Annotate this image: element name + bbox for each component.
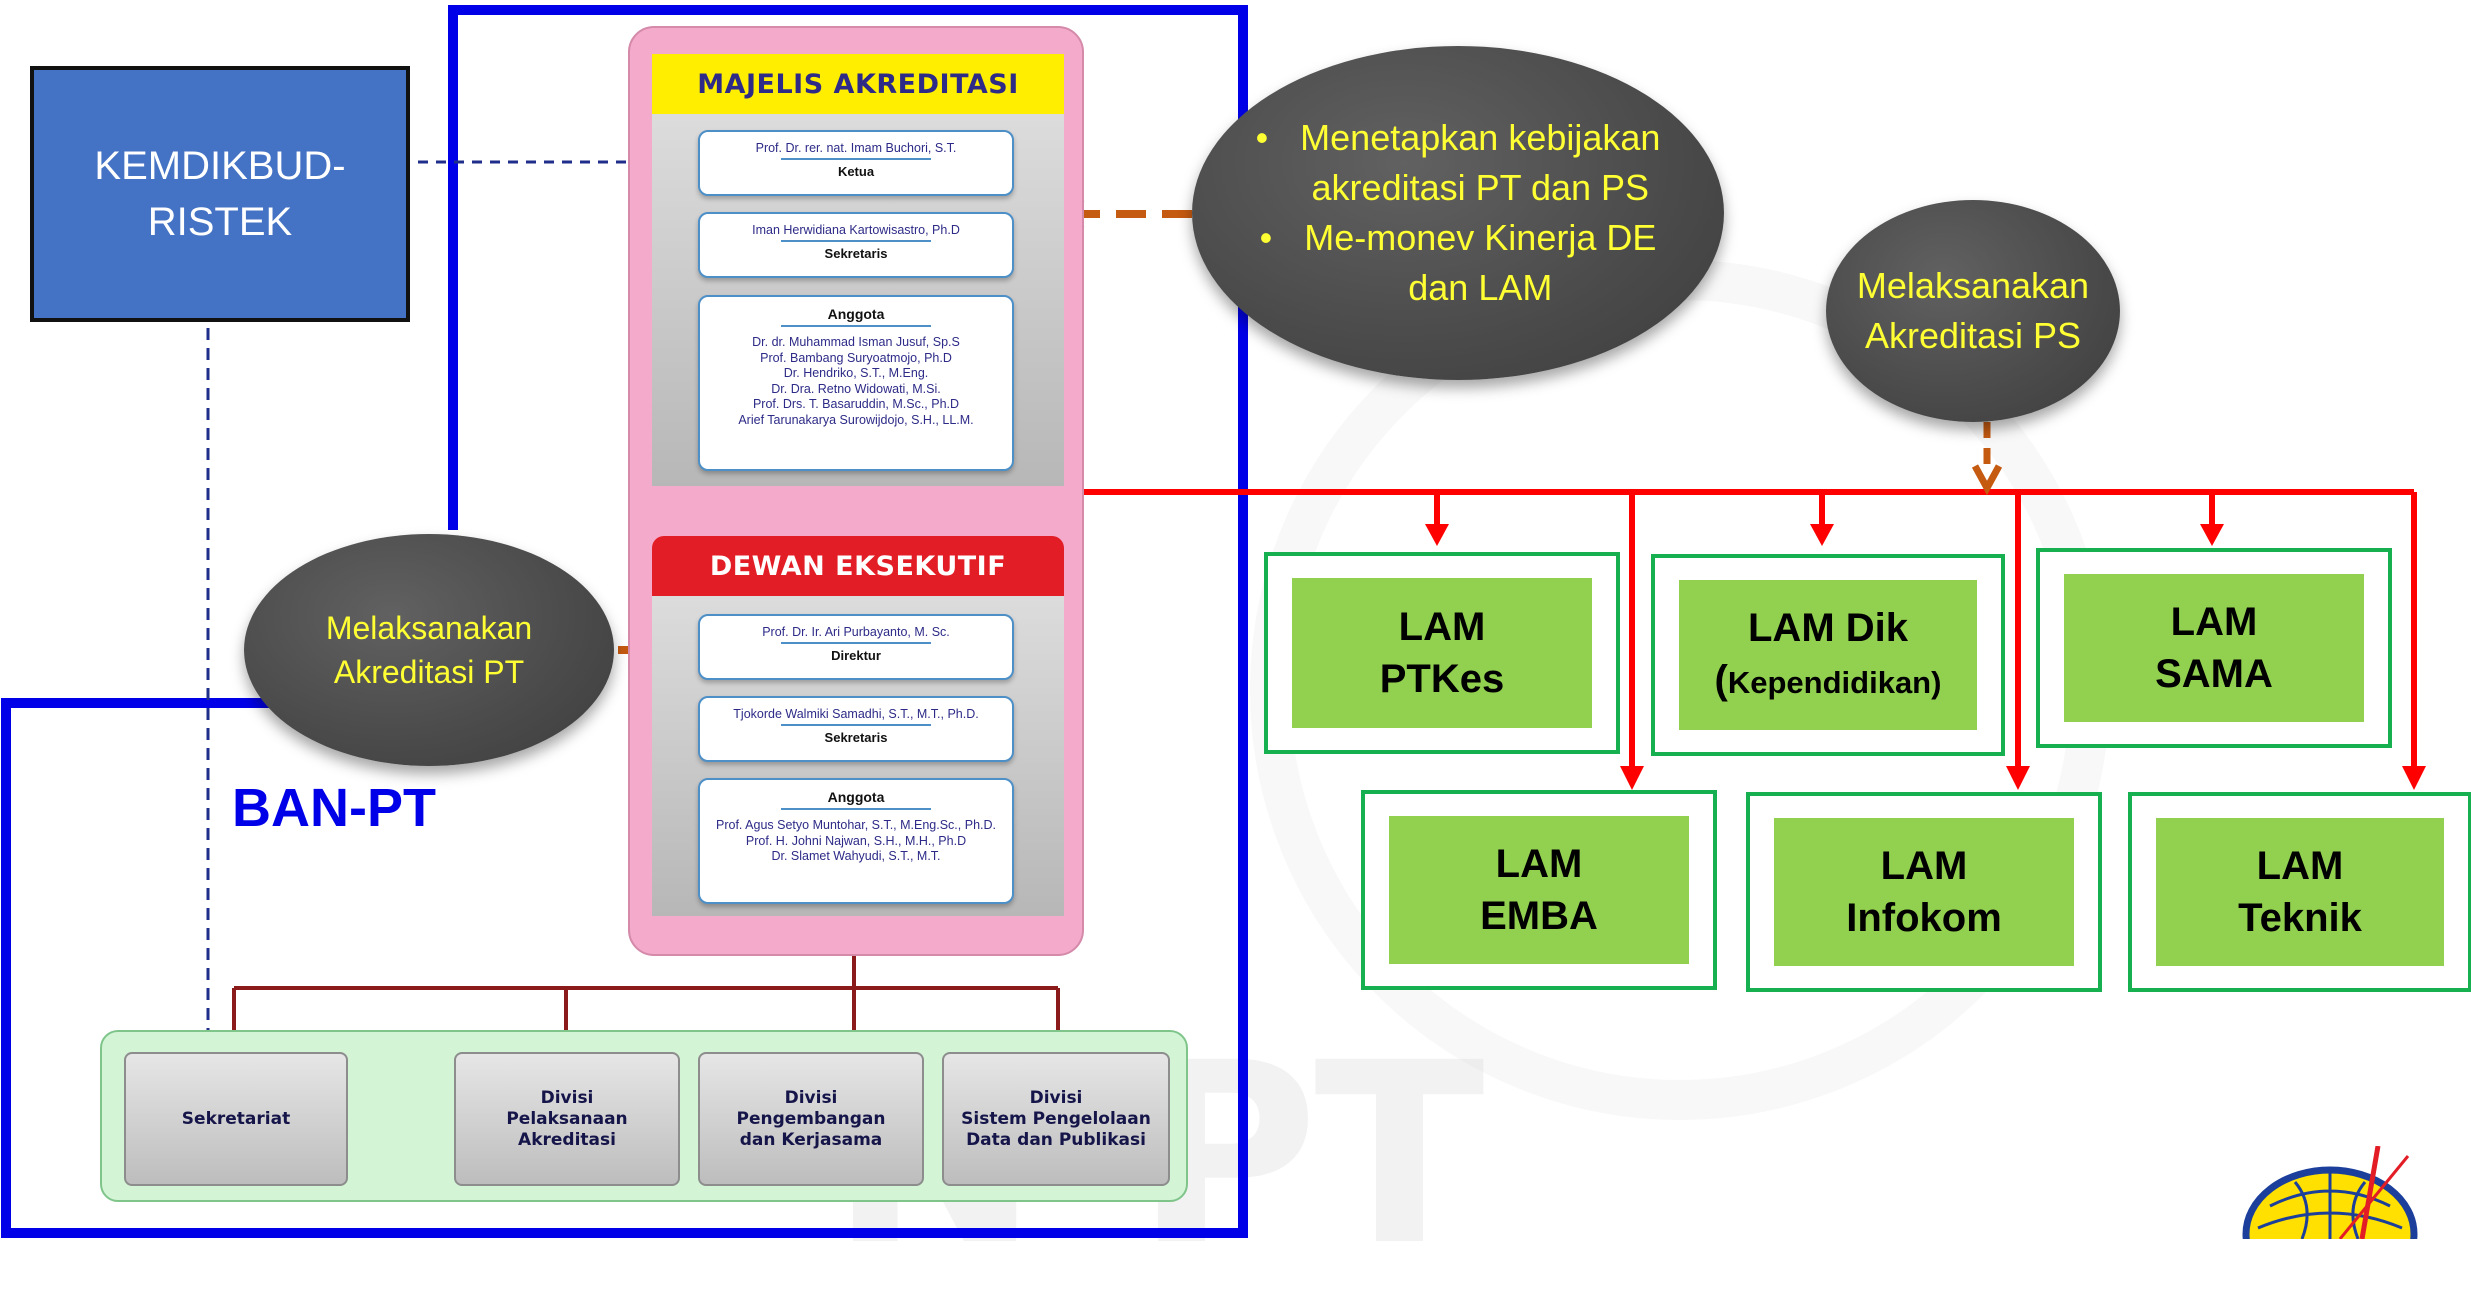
member-name: Arief Tarunakarya Surowijdojo, S.H., LL.…: [738, 412, 974, 427]
lam-sama-box: LAM SAMA: [2036, 548, 2392, 748]
division-label-line: Pelaksanaan: [506, 1108, 628, 1129]
member-name: Dr. Dra. Retno Widowati, M.Si.: [771, 381, 941, 396]
dewan-director-name: Prof. Dr. Ir. Ari Purbayanto, M. Sc.: [762, 625, 950, 639]
majelis-chair-card: Prof. Dr. rer. nat. Imam Buchori, S.T. K…: [698, 130, 1014, 196]
policy-bullet-1-line1: Menetapkan kebijakan: [1300, 117, 1661, 158]
card-divider: [781, 325, 931, 327]
division-label-line: Data dan Publikasi: [966, 1129, 1146, 1150]
lam-label-line: EMBA: [1480, 894, 1598, 938]
lam-label-line: LAM: [1495, 842, 1583, 886]
pt-callout-line2: Akreditasi PT: [333, 654, 525, 690]
division-label-line: dan Kerjasama: [739, 1129, 883, 1150]
lam-label-line: LAM: [1398, 605, 1486, 649]
dewan-secretary-name: Tjokorde Walmiki Samadhi, S.T., M.T., Ph…: [733, 707, 979, 721]
member-name: Prof. Agus Setyo Muntohar, S.T., M.Eng.S…: [716, 818, 996, 832]
majelis-secretary-card: Iman Herwidiana Kartowisastro, Ph.D Sekr…: [698, 212, 1014, 278]
division-label-line: Akreditasi: [518, 1129, 616, 1150]
lam-dik-box: LAM Dik (Kependidikan): [1651, 554, 2005, 756]
card-divider: [781, 808, 931, 810]
lam-label-line: PTKes: [1379, 657, 1505, 701]
ban-pt-label: BAN-PT: [232, 778, 436, 838]
dewan-director-role: Direktur: [831, 648, 881, 663]
majelis-members-title: Anggota: [827, 306, 885, 322]
lam-emba-fill: LAM EMBA: [1389, 816, 1689, 964]
lam-sama-fill: LAM SAMA: [2064, 574, 2364, 722]
policy-bullet-1-line2: akreditasi PT dan PS: [1311, 167, 1650, 208]
majelis-chair-name: Prof. Dr. rer. nat. Imam Buchori, S.T.: [755, 141, 957, 155]
division-label-line: Divisi: [784, 1087, 838, 1108]
lam-teknik-fill: LAM Teknik: [2156, 818, 2444, 966]
division-label-line: Divisi: [1029, 1087, 1083, 1108]
division-sekretariat: Sekretariat: [124, 1052, 348, 1186]
member-name: Prof. H. Johni Najwan, S.H., M.H., Ph.D: [745, 833, 967, 848]
member-name: Prof. Bambang Suryoatmojo, Ph.D: [760, 350, 952, 365]
lam-infokom-box: LAM Infokom: [1746, 792, 2102, 992]
majelis-secretary-role: Sekretaris: [824, 246, 888, 261]
card-divider: [781, 642, 931, 644]
majelis-secretary-name: Iman Herwidiana Kartowisastro, Ph.D: [752, 223, 960, 237]
ps-accreditation-callout: Melaksanakan Akreditasi PS: [1826, 200, 2120, 422]
division-sistem-pengelolaan-data: Divisi Sistem Pengelolaan Data dan Publi…: [942, 1052, 1170, 1186]
majelis-chair-role: Ketua: [837, 164, 875, 179]
division-pelaksanaan-akreditasi: Divisi Pelaksanaan Akreditasi: [454, 1052, 680, 1186]
member-name: Dr. Slamet Wahyudi, S.T., M.T.: [771, 849, 941, 863]
member-name: Prof. Drs. T. Basaruddin, M.Sc., Ph.D: [752, 397, 960, 411]
lam-emba-box: LAM EMBA: [1361, 790, 1717, 990]
majelis-members-card: Anggota Dr. dr. Muhammad Isman Jusuf, Sp…: [698, 295, 1014, 471]
policy-bullet-2-line2: dan LAM: [1408, 267, 1553, 308]
lam-label-line: SAMA: [2155, 652, 2273, 696]
card-divider: [781, 724, 931, 726]
policy-bullet-2-line1: Me-monev Kinerja DE: [1304, 217, 1657, 258]
lam-teknik-box: LAM Teknik: [2128, 792, 2471, 992]
lam-bus-connector: [851, 489, 2417, 770]
policy-bullet-1: • Menetapkan kebijakan akreditasi PT dan…: [1256, 113, 1661, 213]
policy-bullet-2: • Me-monev Kinerja DE dan LAM: [1260, 213, 1657, 313]
bullet-icon: •: [1259, 217, 1273, 258]
kemdikbud-label-line2: RISTEK: [147, 200, 293, 244]
majelis-akreditasi-header: MAJELIS AKREDITASI: [652, 54, 1064, 114]
lam-label-line: LAM: [2256, 844, 2344, 888]
lam-label-line: Teknik: [2238, 896, 2362, 940]
lam-infokom-fill: LAM Infokom: [1774, 818, 2074, 966]
ban-pt-frame: [1, 5, 1248, 1238]
ps-callout-arrow: [1971, 422, 2003, 496]
dewan-members-title: Anggota: [827, 789, 885, 805]
lam-ptkes-fill: LAM PTKes: [1292, 578, 1592, 728]
lam-label-line: LAM Dik: [1748, 605, 1908, 650]
dewan-secretary-role: Sekretaris: [824, 730, 888, 745]
lam-label-line: (Kependidikan): [1714, 657, 1942, 702]
member-name: Dr. Hendriko, S.T., M.Eng.: [783, 366, 929, 380]
division-label-line: Pengembangan: [736, 1108, 886, 1129]
division-sekretariat-label: Sekretariat: [181, 1108, 291, 1129]
division-label-line: Divisi: [540, 1087, 594, 1108]
card-divider: [781, 158, 931, 160]
pt-callout-line1: Melaksanakan: [325, 610, 533, 646]
dewan-members-card: Anggota Prof. Agus Setyo Muntohar, S.T.,…: [698, 778, 1014, 904]
kemdikbud-label-line1: KEMDIKBUD-: [94, 144, 346, 188]
division-pengembangan-kerjasama: Divisi Pengembangan dan Kerjasama: [698, 1052, 924, 1186]
lam-ptkes-box: LAM PTKes: [1264, 552, 1620, 754]
dewan-secretary-card: Tjokorde Walmiki Samadhi, S.T., M.T., Ph…: [698, 696, 1014, 762]
ps-callout-line1: Melaksanakan: [1856, 265, 2090, 306]
division-label-line: Sistem Pengelolaan: [961, 1108, 1151, 1129]
policy-callout: • Menetapkan kebijakan akreditasi PT dan…: [1192, 46, 1724, 380]
ps-callout-line2: Akreditasi PS: [1864, 315, 2082, 356]
lam-label-line: LAM: [2170, 600, 2258, 644]
dewan-eksekutif-header: DEWAN EKSEKUTIF: [652, 536, 1064, 596]
lam-dik-fill: LAM Dik (Kependidikan): [1679, 580, 1977, 730]
ban-pt-logo-icon: [2242, 1146, 2418, 1239]
card-divider: [781, 240, 931, 242]
lam-label-line: LAM: [1880, 844, 1968, 888]
member-name: Dr. dr. Muhammad Isman Jusuf, Sp.S: [752, 335, 960, 349]
pt-accreditation-callout: Melaksanakan Akreditasi PT: [244, 534, 614, 766]
lam-label-line: Infokom: [1846, 896, 2002, 940]
kemdikbud-ristek-box: KEMDIKBUD- RISTEK: [30, 66, 410, 322]
dewan-director-card: Prof. Dr. Ir. Ari Purbayanto, M. Sc. Dir…: [698, 614, 1014, 680]
bullet-icon: •: [1255, 117, 1269, 158]
